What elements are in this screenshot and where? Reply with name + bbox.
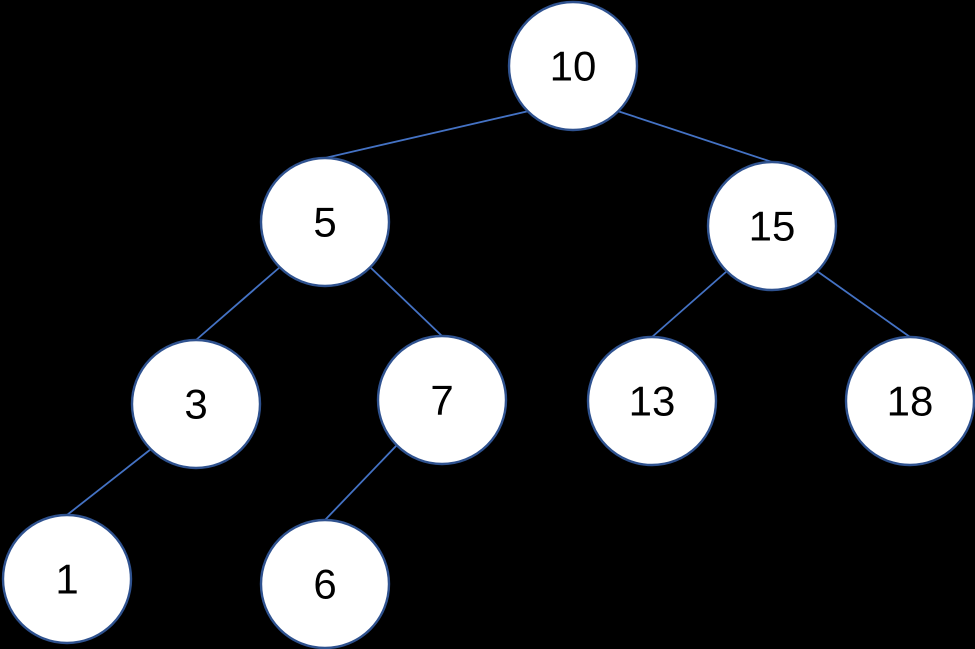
node-value-label: 18 [887,378,934,425]
node-value-label: 13 [629,378,676,425]
tree-node-3: 3 [130,338,262,470]
tree-node-1: 1 [1,513,133,645]
tree-node-10: 10 [507,0,639,132]
node-value-label: 10 [550,43,597,90]
node-value-label: 1 [55,556,78,603]
node-circle [1,513,133,645]
tree-node-18: 18 [844,335,975,467]
node-circle [130,338,262,470]
node-circle [507,0,639,132]
node-circle [259,156,391,288]
tree-edge-5-7 [369,266,443,337]
tree-edge-10-15 [617,110,773,163]
node-circle [259,518,391,649]
node-value-label: 6 [313,561,336,608]
tree-node-15: 15 [706,160,838,292]
tree-edge-15-18 [816,270,911,338]
tree-node-6: 6 [259,518,391,649]
node-value-label: 5 [313,199,336,246]
node-circle [586,335,718,467]
node-circle [844,335,975,467]
node-value-label: 3 [184,381,207,428]
tree-edge-10-5 [324,110,528,159]
tree-node-5: 5 [259,156,391,288]
tree-edge-7-6 [324,444,398,521]
tree-edge-3-1 [66,448,152,516]
node-circle [706,160,838,292]
node-value-label: 15 [749,203,796,250]
tree-edge-5-3 [195,266,281,341]
tree-node-13: 13 [586,335,718,467]
tree-edge-15-13 [651,270,728,338]
node-value-label: 7 [430,377,453,424]
tree-node-7: 7 [376,334,508,466]
node-circle [376,334,508,466]
